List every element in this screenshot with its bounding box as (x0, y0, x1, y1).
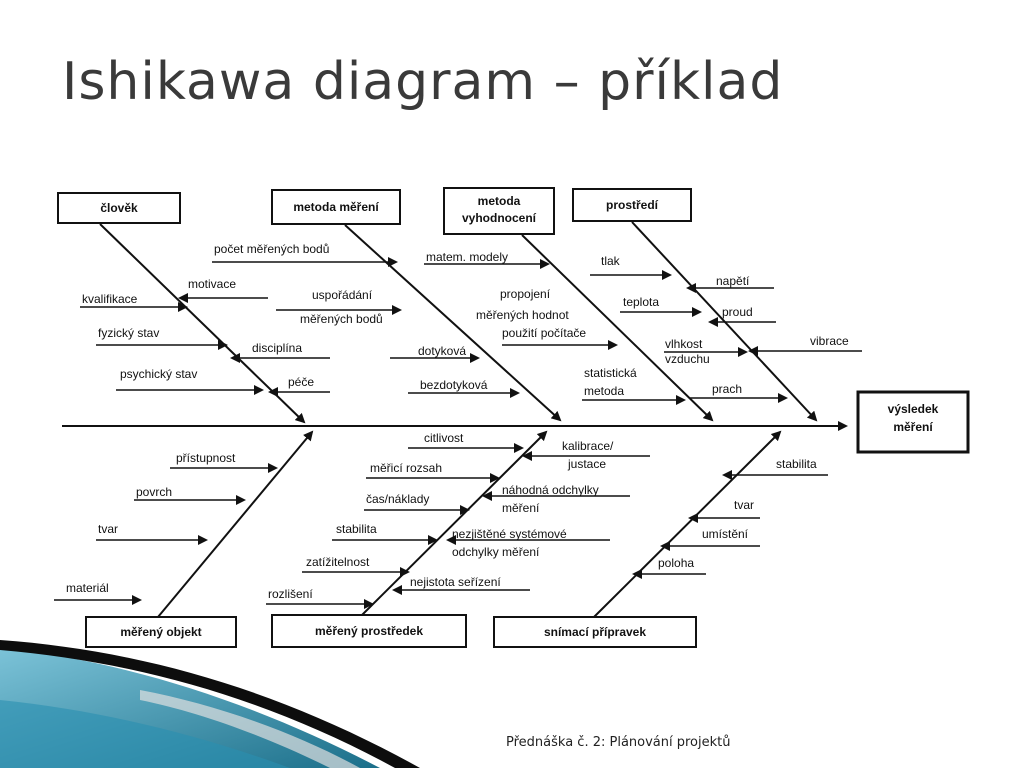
decorative-swoosh (0, 640, 420, 768)
cause-label: kalibrace/ (562, 439, 614, 453)
cause-label: teplota (623, 295, 659, 309)
cause-label: vlhkost (665, 337, 703, 351)
cause-label: vzduchu (665, 352, 710, 366)
cause-label: zatížitelnost (306, 555, 370, 569)
cause-label: prach (712, 382, 742, 396)
cause-label: motivace (188, 277, 236, 291)
cause-label: náhodná odchylky (502, 483, 599, 497)
cause-label: kvalifikace (82, 292, 138, 306)
cause-label: měřicí rozsah (370, 461, 442, 475)
cause-label: proud (722, 305, 753, 319)
bone-mereny-prostredek (361, 430, 548, 616)
bone-snimaci-pripravek (593, 430, 782, 618)
cause-label: propojení (500, 287, 551, 301)
cause-label: měřených bodů (300, 312, 383, 326)
cause-label: měření (502, 501, 540, 515)
cause-label: umístění (702, 527, 749, 541)
cause-label: tlak (601, 254, 621, 268)
category-box-prostredi: prostředí (572, 188, 692, 222)
cause-label: matem. modely (426, 250, 508, 264)
cause-label: napětí (716, 274, 750, 288)
cause-label: vibrace (810, 334, 849, 348)
cause-label: statistická (584, 366, 637, 380)
cause-label: odchylky měření (452, 545, 540, 559)
bone-metoda-mereni (344, 224, 562, 422)
svg-text:metoda měření: metoda měření (293, 200, 379, 214)
bone-prostredi (631, 221, 818, 422)
category-box-snimaci-pripravek: snímací přípravek (493, 616, 697, 648)
cause-label: rozlišení (268, 587, 313, 601)
cause-label: nezjištěné systémové (452, 527, 567, 541)
cause-label: materiál (66, 581, 109, 595)
svg-text:výsledek: výsledek (888, 402, 939, 416)
cause-label: stabilita (776, 457, 817, 471)
svg-text:prostředí: prostředí (606, 198, 659, 212)
cause-label: metoda (584, 384, 624, 398)
effect-box: výsledek měření (856, 390, 970, 454)
cause-label: nejistota seřízení (410, 575, 501, 589)
bone-mereny-objekt (157, 430, 314, 618)
cause-label: justace (567, 457, 606, 471)
category-box-clovek: člověk (57, 192, 181, 224)
bone-metoda-vyhodnoceni (521, 234, 714, 422)
svg-text:měřený prostředek: měřený prostředek (315, 624, 423, 638)
cause-label: dotyková (418, 344, 466, 358)
page-title: Ishikawa diagram – příklad (62, 52, 784, 112)
svg-text:metoda: metoda (478, 194, 521, 208)
cause-label: péče (288, 375, 314, 389)
svg-text:člověk: člověk (100, 201, 138, 215)
cause-label: disciplína (252, 341, 302, 355)
category-box-mereny-prostredek: měřený prostředek (271, 614, 467, 648)
cause-label: poloha (658, 556, 694, 570)
cause-label: počet měřených bodů (214, 242, 329, 256)
cause-label: tvar (98, 522, 118, 536)
svg-text:snímací přípravek: snímací přípravek (544, 625, 646, 639)
cause-label: fyzický stav (98, 326, 159, 340)
cause-label: bezdotyková (420, 378, 488, 392)
category-box-metoda-vyhodnoceni: metoda vyhodnocení (443, 187, 555, 235)
category-box-mereny-objekt: měřený objekt (85, 616, 237, 648)
cause-label: psychický stav (120, 367, 197, 381)
category-box-metoda-mereni: metoda měření (271, 189, 401, 225)
cause-label: citlivost (424, 431, 464, 445)
cause-label: tvar (734, 498, 754, 512)
cause-label: stabilita (336, 522, 377, 536)
cause-label: přístupnost (176, 451, 236, 465)
slide-footer: Přednáška č. 2: Plánování projektů (506, 735, 731, 750)
cause-label: uspořádání (312, 288, 373, 302)
cause-label: čas/náklady (366, 492, 429, 506)
cause-label: použití počítače (502, 326, 586, 340)
svg-text:měření: měření (893, 420, 933, 434)
svg-text:vyhodnocení: vyhodnocení (462, 211, 537, 225)
cause-label: povrch (136, 485, 172, 499)
svg-text:měřený objekt: měřený objekt (120, 625, 201, 639)
cause-label: měřených hodnot (476, 308, 569, 322)
